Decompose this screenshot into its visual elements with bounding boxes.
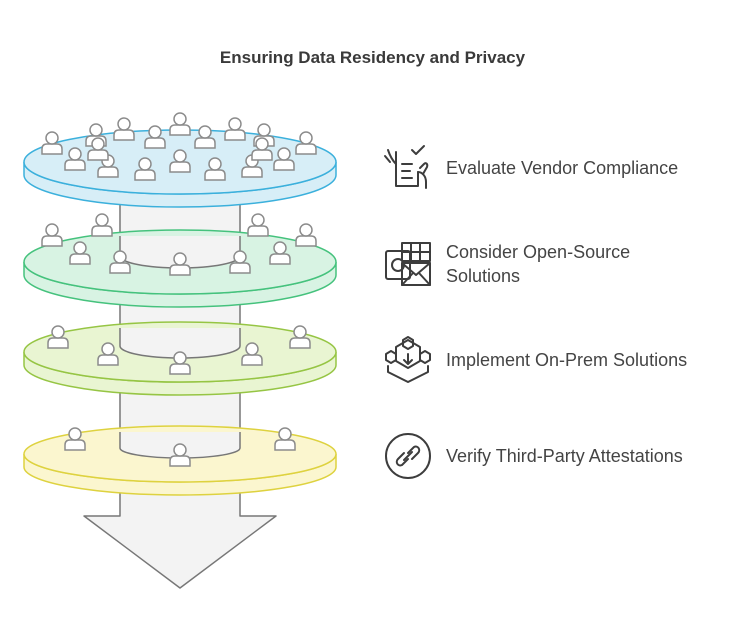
person-icon — [229, 250, 251, 274]
layer-consider-opensource — [23, 213, 337, 308]
step-label-implement-onprem: Implement On-Prem Solutions — [446, 350, 688, 370]
link-circle-icon — [385, 433, 431, 479]
person-icon — [224, 117, 246, 141]
person-icon — [273, 147, 295, 171]
person-icon — [144, 125, 166, 149]
step-label-line: Solutions — [446, 266, 521, 286]
people-group — [41, 213, 317, 276]
person-icon — [87, 137, 109, 161]
step-label-line: Consider Open-Source — [446, 242, 631, 262]
person-icon — [47, 325, 69, 349]
person-icon — [169, 351, 191, 375]
person-icon — [41, 131, 63, 155]
people-group — [64, 427, 296, 467]
step-label-consider-opensource: Consider Open-Source Solutions — [446, 240, 630, 288]
layer-evaluate-vendor — [23, 112, 337, 208]
step-label-verify-attestations: Verify Third-Party Attestations — [446, 446, 683, 466]
diagram-title: Ensuring Data Residency and Privacy — [219, 48, 526, 67]
person-icon — [269, 241, 291, 265]
person-icon — [41, 223, 63, 247]
mail-grid-icon — [385, 242, 431, 286]
people-group — [41, 112, 317, 181]
person-icon — [274, 427, 296, 451]
person-icon — [169, 149, 191, 173]
person-icon — [113, 117, 135, 141]
person-icon — [91, 213, 113, 237]
network-hexagon-icon — [385, 336, 431, 383]
layer-verify-attestations — [23, 425, 337, 496]
person-icon — [69, 241, 91, 265]
step-label-evaluate-vendor: Evaluate Vendor Compliance — [446, 158, 679, 178]
checklist-hand-icon — [384, 145, 429, 189]
person-icon — [194, 125, 216, 149]
person-icon — [109, 250, 131, 274]
person-icon — [289, 325, 311, 349]
person-icon — [295, 223, 317, 247]
person-icon — [169, 443, 191, 467]
person-icon — [169, 252, 191, 276]
person-icon — [97, 342, 119, 366]
person-icon — [241, 342, 263, 366]
person-icon — [204, 157, 226, 181]
person-icon — [247, 213, 269, 237]
person-icon — [64, 427, 86, 451]
layer-implement-onprem — [23, 321, 337, 396]
person-icon — [134, 157, 156, 181]
person-icon — [251, 137, 273, 161]
person-icon — [64, 147, 86, 171]
people-group — [47, 325, 311, 375]
person-icon — [295, 131, 317, 155]
person-icon — [169, 112, 191, 136]
